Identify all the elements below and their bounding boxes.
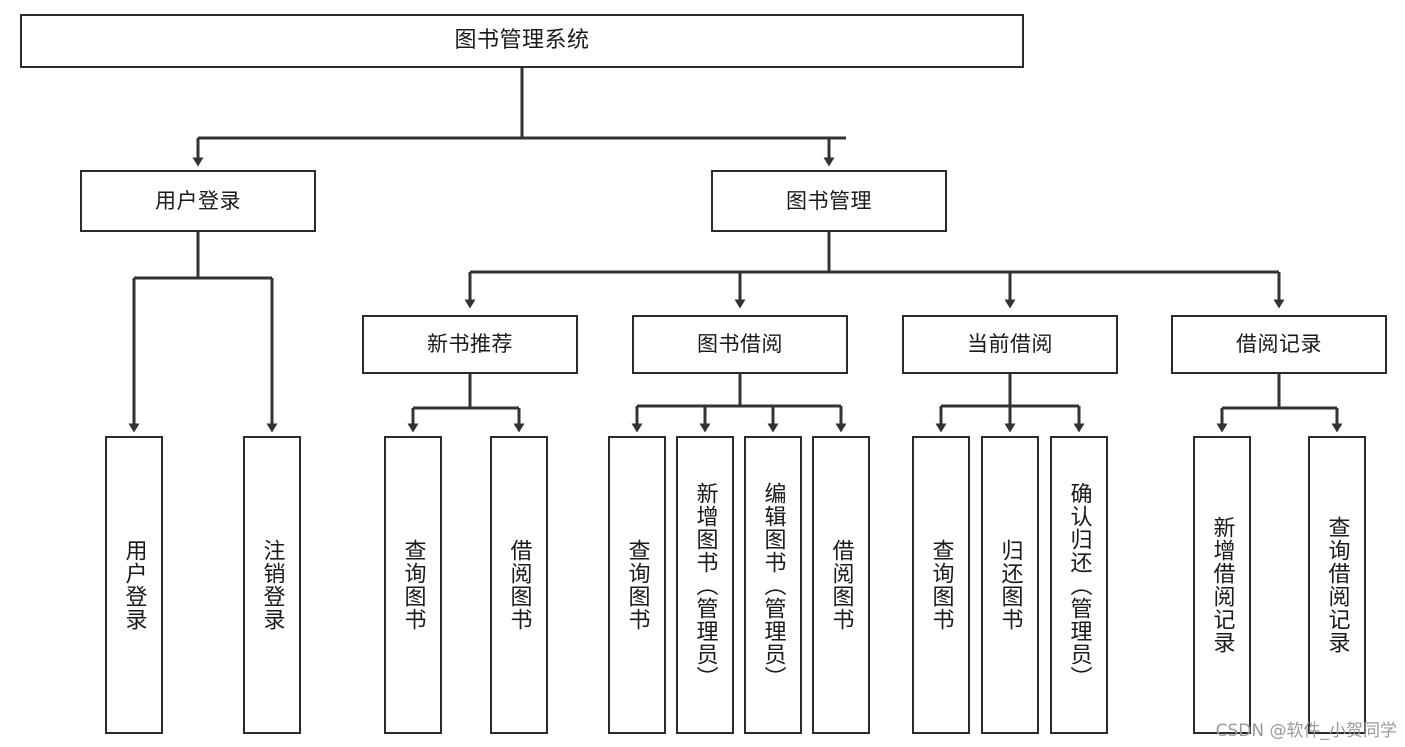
leaf-logout-login[interactable]: 注销登录 [243, 436, 301, 734]
node-user-login[interactable]: 用户登录 [80, 170, 316, 232]
node-label: 新增借阅记录 [1209, 516, 1235, 654]
node-root-system[interactable]: 图书管理系统 [20, 14, 1024, 68]
leaf-return-book[interactable]: 归还图书 [981, 436, 1039, 734]
leaf-add-record[interactable]: 新增借阅记录 [1193, 436, 1251, 734]
leaf-borrow-book-2[interactable]: 借阅图书 [812, 436, 870, 734]
csdn-watermark: CSDN @软件_小贺同学 [1215, 721, 1397, 741]
leaf-query-book-2[interactable]: 查询图书 [608, 436, 666, 734]
node-book-borrow[interactable]: 图书借阅 [632, 315, 848, 374]
node-borrow-record[interactable]: 借阅记录 [1171, 315, 1387, 374]
leaf-query-record[interactable]: 查询借阅记录 [1308, 436, 1366, 734]
node-label: 用户登录 [155, 188, 241, 213]
node-label: 用户登录 [121, 539, 147, 631]
leaf-confirm-return[interactable]: 确认归还（管理员） [1050, 436, 1108, 734]
node-label: 新增图书（管理员） [692, 481, 718, 689]
leaf-query-book-1[interactable]: 查询图书 [384, 436, 442, 734]
node-label: 查询图书 [400, 539, 426, 631]
node-label: 借阅图书 [828, 539, 854, 631]
node-book-management[interactable]: 图书管理 [711, 170, 947, 232]
node-label: 图书管理 [786, 188, 872, 213]
node-label: 新书推荐 [427, 332, 513, 357]
leaf-edit-book[interactable]: 编辑图书（管理员） [744, 436, 802, 734]
node-label: 借阅记录 [1236, 332, 1322, 357]
node-new-book-recommend[interactable]: 新书推荐 [362, 315, 578, 374]
leaf-add-book[interactable]: 新增图书（管理员） [676, 436, 734, 734]
node-label: 编辑图书（管理员） [760, 481, 786, 689]
node-label: 查询图书 [624, 539, 650, 631]
node-label: 借阅图书 [506, 539, 532, 631]
node-label: 图书借阅 [697, 332, 783, 357]
leaf-user-login[interactable]: 用户登录 [105, 436, 163, 734]
node-label: 图书管理系统 [454, 28, 590, 54]
leaf-borrow-book-1[interactable]: 借阅图书 [490, 436, 548, 734]
node-label: 当前借阅 [967, 332, 1053, 357]
node-label: 注销登录 [259, 539, 285, 631]
node-label: 查询图书 [928, 539, 954, 631]
node-label: 查询借阅记录 [1324, 516, 1350, 654]
node-label: 归还图书 [997, 539, 1023, 631]
node-label: 确认归还（管理员） [1066, 481, 1092, 689]
node-current-borrow[interactable]: 当前借阅 [902, 315, 1118, 374]
leaf-query-book-3[interactable]: 查询图书 [912, 436, 970, 734]
